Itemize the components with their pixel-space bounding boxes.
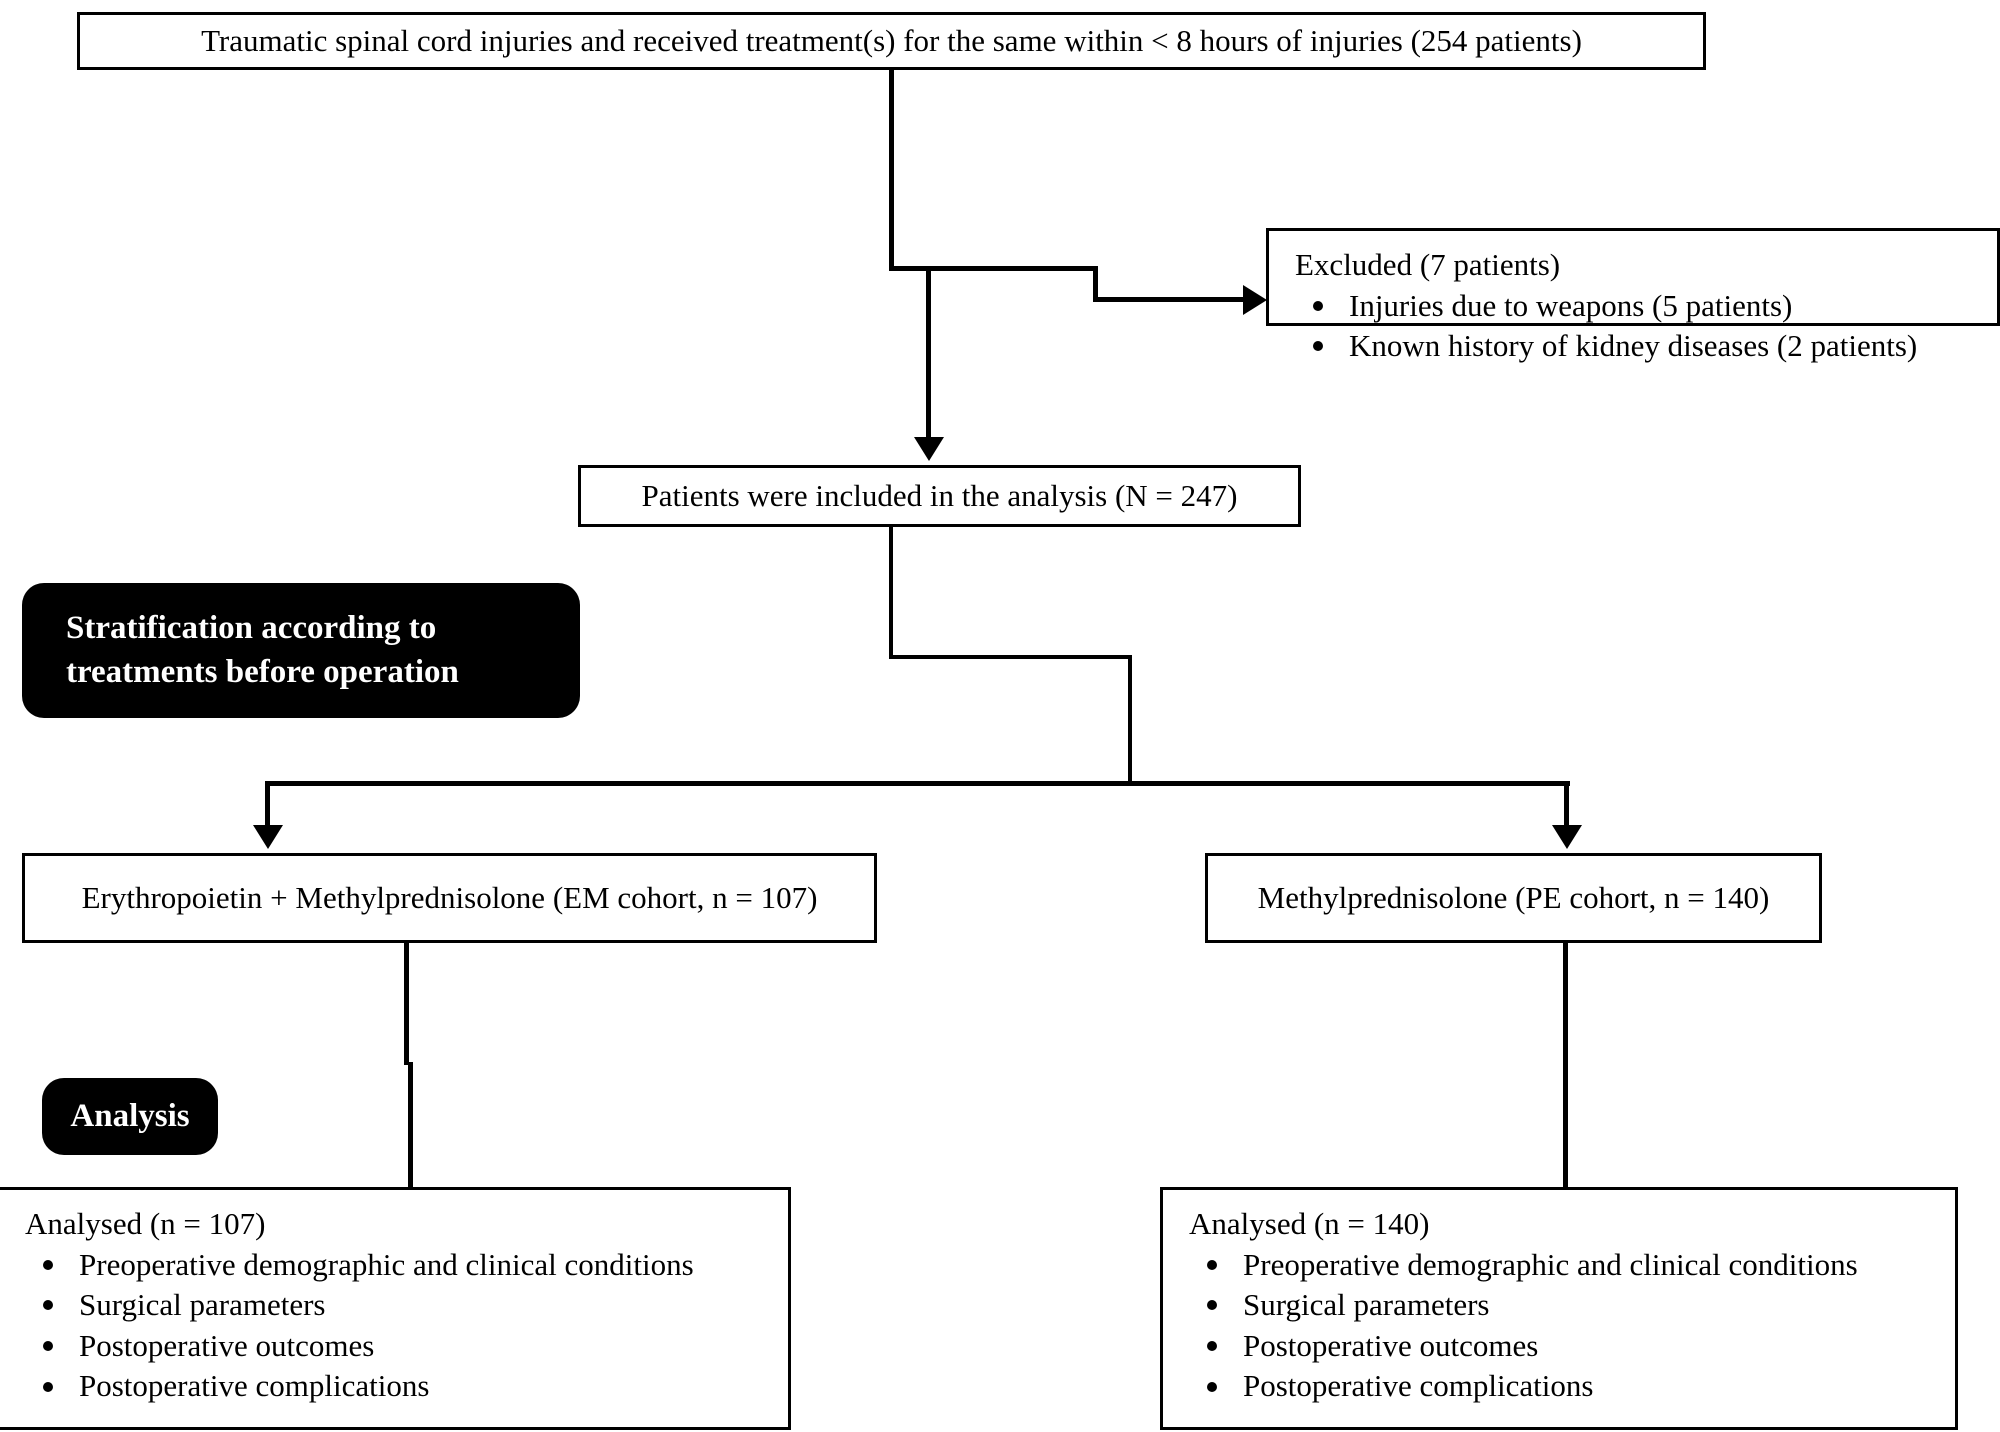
list-item-label: Preoperative demographic and clinical co… — [79, 1246, 694, 1282]
list-item-label: Preoperative demographic and clinical co… — [1243, 1246, 1858, 1282]
arrow-to-em-cohort — [253, 825, 283, 849]
node-excluded-list: Injuries due to weapons (5 patients) Kno… — [1295, 288, 1979, 365]
node-analysed-pe: Analysed (n = 140) Preoperative demograp… — [1160, 1187, 1958, 1430]
connector-excluded-v — [1093, 266, 1098, 300]
list-item: Postoperative outcomes — [1189, 1328, 1937, 1365]
connector-em-drop — [265, 781, 270, 829]
node-cohort-pe-text: Methylprednisolone (PE cohort, n = 140) — [1257, 879, 1770, 915]
node-enrollment: Traumatic spinal cord injuries and recei… — [77, 12, 1706, 70]
list-item: Postoperative complications — [1189, 1368, 1937, 1405]
arrow-to-pe-cohort — [1552, 825, 1582, 849]
node-cohort-em-text: Erythropoietin + Methylprednisolone (EM … — [81, 879, 818, 915]
arrow-to-included — [914, 437, 944, 461]
badge-stratification: Stratification according to treatments b… — [22, 583, 580, 718]
list-item: Preoperative demographic and clinical co… — [1189, 1247, 1937, 1284]
list-item-label: Postoperative complications — [1243, 1368, 1594, 1404]
bullet-dot-icon — [1313, 300, 1323, 311]
list-item-label: Postoperative outcomes — [1243, 1327, 1539, 1363]
connector-pe-drop — [1564, 781, 1569, 829]
bullet-dot-icon — [43, 1300, 53, 1311]
list-item: Surgical parameters — [1189, 1287, 1937, 1324]
list-item: Postoperative outcomes — [25, 1328, 770, 1365]
node-included-text: Patients were included in the analysis (… — [641, 477, 1238, 513]
connector-pe-analysis — [1563, 943, 1568, 1189]
connector-enrollment-trunk — [889, 68, 894, 271]
bullet-dot-icon — [1313, 341, 1323, 352]
list-item-label: Surgical parameters — [1243, 1287, 1490, 1323]
list-item-label: Known history of kidney diseases (2 pati… — [1349, 328, 1918, 364]
connector-split-stem — [1128, 655, 1132, 785]
node-analysed-em-lead: Analysed (n = 107) — [25, 1206, 266, 1241]
badge-stratification-line1: Stratification according to — [66, 609, 437, 646]
list-item: Preoperative demographic and clinical co… — [25, 1247, 770, 1284]
bullet-dot-icon — [43, 1381, 53, 1392]
bullet-dot-icon — [1207, 1259, 1217, 1270]
badge-analysis: Analysis — [42, 1078, 218, 1155]
bullet-dot-icon — [1207, 1341, 1217, 1352]
list-item: Surgical parameters — [25, 1287, 770, 1324]
node-enrollment-text: Traumatic spinal cord injuries and recei… — [201, 22, 1582, 58]
node-analysed-pe-lead: Analysed (n = 140) — [1189, 1206, 1430, 1241]
badge-analysis-text: Analysis — [70, 1097, 190, 1134]
connector-em-analysis-lower — [408, 1062, 413, 1189]
arrow-to-excluded — [1243, 285, 1267, 315]
list-item-label: Postoperative complications — [79, 1368, 430, 1404]
connector-split-bar — [265, 781, 1570, 786]
badge-stratification-text: Stratification according to treatments b… — [66, 607, 459, 694]
connector-included-trunk — [889, 527, 893, 659]
connector-enrollment-step-h — [889, 266, 931, 271]
connector-included-stem — [926, 266, 931, 441]
connector-em-analysis-upper — [404, 943, 409, 1065]
bullet-dot-icon — [43, 1341, 53, 1352]
node-cohort-em: Erythropoietin + Methylprednisolone (EM … — [22, 853, 877, 943]
connector-excluded-h-bottom — [1093, 297, 1245, 302]
list-item-label: Injuries due to weapons (5 patients) — [1349, 287, 1793, 323]
node-included: Patients were included in the analysis (… — [578, 465, 1301, 527]
bullet-dot-icon — [43, 1259, 53, 1270]
connector-excluded-h-top — [926, 266, 1098, 271]
node-analysed-em-list: Preoperative demographic and clinical co… — [25, 1247, 770, 1405]
connector-split-step-h — [889, 655, 1132, 659]
node-analysed-em: Analysed (n = 107) Preoperative demograp… — [0, 1187, 791, 1430]
list-item: Injuries due to weapons (5 patients) — [1295, 288, 1979, 325]
list-item: Known history of kidney diseases (2 pati… — [1295, 328, 1979, 365]
node-excluded: Excluded (7 patients) Injuries due to we… — [1266, 228, 2000, 363]
list-item-label: Postoperative outcomes — [79, 1327, 375, 1363]
node-cohort-pe: Methylprednisolone (PE cohort, n = 140) — [1205, 853, 1822, 943]
node-analysed-pe-list: Preoperative demographic and clinical co… — [1189, 1247, 1937, 1405]
node-excluded-lead: Excluded (7 patients) — [1295, 247, 1561, 282]
bullet-dot-icon — [1207, 1381, 1217, 1392]
list-item: Postoperative complications — [25, 1368, 770, 1405]
list-item-label: Surgical parameters — [79, 1287, 326, 1323]
badge-stratification-line2: treatments before operation — [66, 653, 459, 690]
bullet-dot-icon — [1207, 1300, 1217, 1311]
